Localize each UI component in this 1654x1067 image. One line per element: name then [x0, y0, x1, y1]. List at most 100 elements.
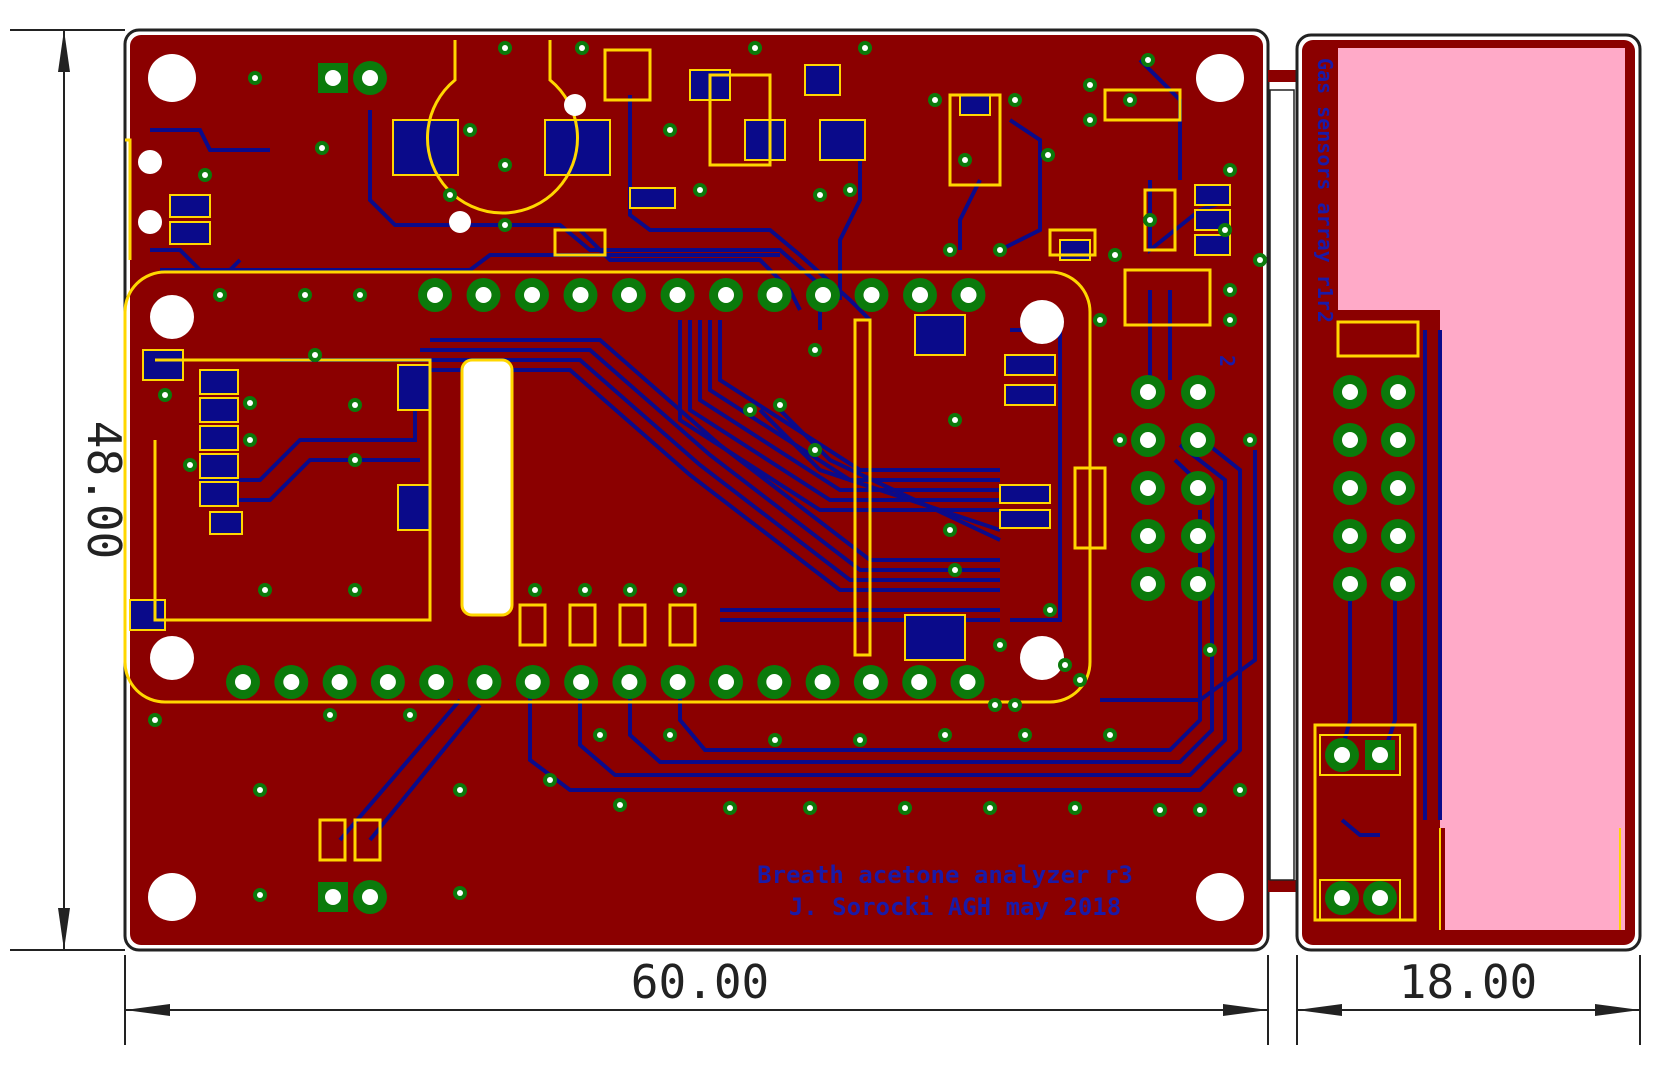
via — [1058, 658, 1072, 672]
header-pin — [318, 63, 348, 93]
header-pin — [353, 61, 387, 95]
main-board: Breath acetone analyzer r3 J. Sorocki AG… — [123, 28, 1297, 952]
header-pin — [950, 665, 985, 699]
mounting-hole-top-right — [1196, 54, 1244, 102]
via — [1108, 248, 1122, 262]
via — [1103, 728, 1117, 742]
header-pin — [806, 278, 840, 312]
header-pin — [370, 665, 405, 699]
via — [348, 398, 362, 412]
via — [808, 343, 822, 357]
mounting-holes — [138, 54, 1244, 921]
connector-pin — [1181, 375, 1215, 409]
via — [403, 708, 417, 722]
sensor-pin — [1325, 881, 1359, 915]
header-pin — [853, 665, 888, 699]
sensor-board: Gas sensors array r1r2 — [1295, 33, 1642, 952]
header-pin — [318, 882, 348, 912]
header-pin — [902, 665, 937, 699]
via — [1018, 728, 1032, 742]
header-pin — [660, 665, 695, 699]
via — [1143, 213, 1157, 227]
header-pin — [903, 278, 937, 312]
via — [498, 41, 512, 55]
dim-48-arrow-bottom — [58, 908, 70, 950]
via — [1008, 698, 1022, 712]
sensor-area-top — [1338, 48, 1625, 828]
via — [1223, 283, 1237, 297]
via — [323, 708, 337, 722]
via — [1233, 783, 1247, 797]
silk-title-line-2: J. Sorocki AGH may 2018 — [789, 893, 1121, 921]
via — [1243, 433, 1257, 447]
via — [253, 888, 267, 902]
sensor-connector-pin — [1333, 423, 1367, 457]
via — [1223, 313, 1237, 327]
header-pin — [515, 665, 550, 699]
via — [948, 563, 962, 577]
vias — [148, 41, 1267, 902]
via — [348, 583, 362, 597]
via — [453, 886, 467, 900]
via — [308, 348, 322, 362]
via — [858, 41, 872, 55]
via — [298, 288, 312, 302]
smd-pad-crystal-left — [392, 119, 459, 176]
silk-sensor-label: Gas sensors array r1r2 — [1313, 58, 1337, 323]
via — [1141, 53, 1155, 67]
module-hole-2 — [150, 636, 194, 680]
via — [453, 783, 467, 797]
via — [1218, 223, 1232, 237]
connector-pin — [1131, 567, 1165, 601]
connector-pin — [1181, 567, 1215, 601]
dim-48-arrow-top — [58, 30, 70, 72]
via — [315, 141, 329, 155]
via — [928, 93, 942, 107]
via — [528, 583, 542, 597]
connector-pin — [1181, 423, 1215, 457]
smd-pads — [129, 64, 1231, 661]
sensor-pin — [1365, 740, 1395, 770]
via — [813, 188, 827, 202]
via — [543, 773, 557, 787]
header-pin — [322, 665, 357, 699]
sensor-connector-pin — [1381, 567, 1415, 601]
header-pin — [419, 665, 454, 699]
sensor-connector-pin — [1333, 519, 1367, 553]
dim-60-arrow-left — [125, 1004, 170, 1016]
header-pin — [274, 665, 309, 699]
via — [958, 153, 972, 167]
via — [578, 583, 592, 597]
sensor-header-pins — [1325, 375, 1415, 915]
header-pin — [563, 278, 598, 312]
via — [623, 583, 637, 597]
header-pin — [466, 278, 501, 312]
via — [613, 798, 627, 812]
via — [988, 698, 1002, 712]
header-pin — [467, 665, 502, 699]
breakaway-tab-bottom — [1268, 880, 1297, 892]
via — [938, 728, 952, 742]
silk-arduino-module — [123, 270, 1092, 704]
via — [1153, 803, 1167, 817]
sensor-connector-pin — [1381, 375, 1415, 409]
sensor-connector-pin — [1381, 471, 1415, 505]
via — [1041, 148, 1055, 162]
via — [663, 123, 677, 137]
via — [1093, 313, 1107, 327]
module-cutout-slot — [460, 358, 514, 617]
dimension-lines — [10, 29, 1641, 1045]
header-pin — [951, 278, 986, 312]
via — [843, 183, 857, 197]
via — [198, 168, 212, 182]
connector-pin — [1131, 519, 1165, 553]
silk-connector-mark: 2 — [1215, 355, 1239, 367]
header-pin-rows — [226, 61, 1215, 914]
header-pin — [564, 665, 599, 699]
header-pin — [757, 278, 792, 312]
header-pin — [226, 665, 260, 699]
via — [248, 71, 262, 85]
module-hole-3 — [1020, 300, 1064, 344]
header-pin — [612, 278, 646, 312]
via — [943, 243, 957, 257]
